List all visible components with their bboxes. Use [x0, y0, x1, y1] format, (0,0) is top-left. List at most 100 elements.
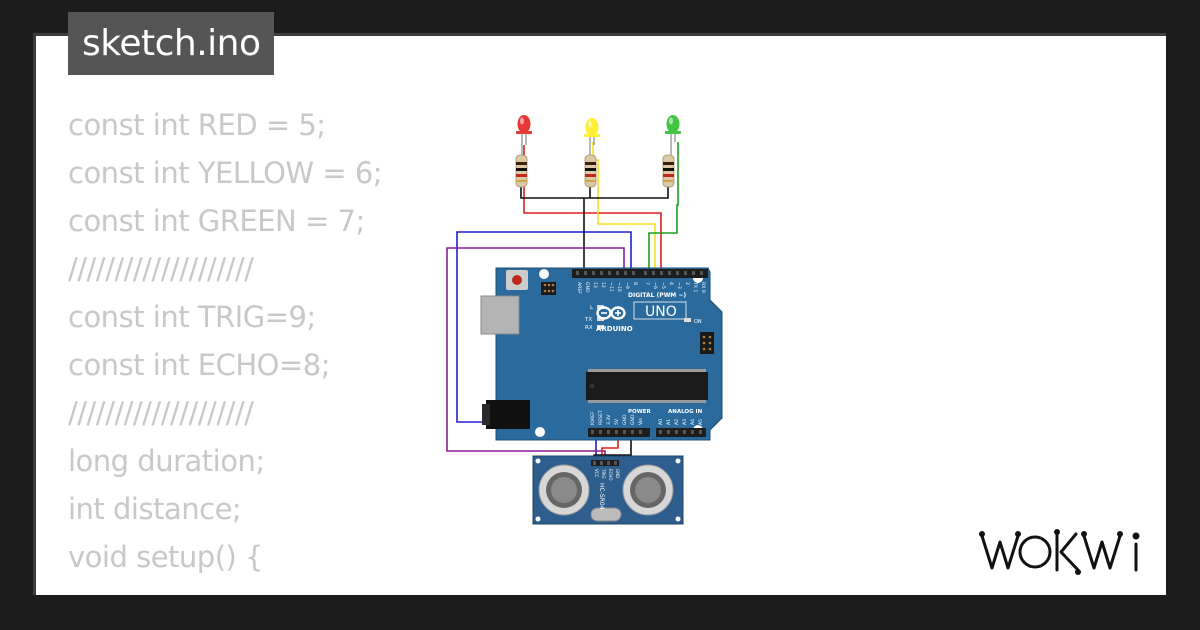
yellow-led[interactable]: [584, 118, 600, 155]
arduino-logo-icon: [596, 306, 626, 320]
digital-header: [572, 269, 708, 278]
code-line: const int RED = 5;: [68, 108, 326, 142]
on-label: ON: [694, 319, 702, 325]
pin-label: ~10: [616, 282, 622, 292]
pin-label: 12: [600, 282, 606, 288]
icsp-header-right: [700, 332, 714, 354]
pin-label: ~3: [676, 282, 682, 289]
analog-header: [656, 428, 706, 437]
uno-label: UNO: [645, 304, 677, 320]
led-highlight: [588, 120, 592, 128]
tx-label: TX: [584, 317, 592, 323]
purple-wire: [446, 247, 625, 463]
analog-header-label: ANALOG IN: [668, 409, 703, 415]
power-pin-labels: IOREF RESET 3.3V 5V GND GND Vin: [590, 410, 644, 425]
pin-label: VCC: [594, 469, 599, 478]
tx-led: [597, 317, 604, 321]
pin-label: A3: [682, 419, 688, 425]
green-led[interactable]: [665, 115, 681, 155]
pin-label: GND: [615, 469, 620, 478]
green-led-resistor: [662, 154, 675, 188]
pin-label: TX 1: [692, 281, 698, 292]
arduino-uno-board[interactable]: AREF GND 13 12 ~11 ~10 ~9 8 7 ~6 ~5 4 ~3…: [480, 267, 723, 441]
icsp-header: [541, 282, 556, 295]
pin-label: 13: [592, 282, 598, 288]
red-led[interactable]: [516, 115, 532, 155]
circuit-diagram: AREF GND 13 12 ~11 ~10 ~9 8 7 ~6 ~5 4 ~3…: [446, 115, 723, 525]
reset-button-cap: [512, 275, 522, 285]
pin-label: 7: [644, 282, 650, 285]
pin-label: ~9: [624, 282, 630, 289]
led-rim: [584, 134, 600, 137]
code-line: void setup() {: [68, 540, 264, 574]
power-jack: [486, 400, 530, 429]
l-label: L: [590, 305, 594, 311]
code-preview: const int RED = 5; const int YELLOW = 6;…: [68, 101, 508, 591]
led-body: [517, 115, 531, 133]
led-body: [666, 115, 680, 133]
hc-sr04-sensor[interactable]: VCC TRIG ECHO GND HC-SR04: [532, 455, 684, 525]
pin-label: ECHO: [608, 469, 613, 480]
pin-label: IOREF: [590, 411, 596, 425]
sensor-crystal: [590, 507, 622, 522]
pin-label: 4: [668, 282, 674, 285]
pin-label: GND: [584, 282, 590, 293]
file-tab[interactable]: sketch.ino: [68, 12, 275, 75]
pin-label: ~5: [660, 282, 666, 289]
pin-label: A2: [674, 419, 680, 425]
digital-header-label: DIGITAL (PWM ~): [628, 292, 686, 299]
code-line: const int ECHO=8;: [68, 348, 331, 382]
usb-port: [480, 295, 520, 335]
code-line: const int TRIG=9;: [68, 300, 316, 334]
code-line: const int YELLOW = 6;: [68, 156, 383, 190]
file-tab-label: sketch.ino: [82, 23, 261, 64]
pin-label: ~11: [608, 282, 614, 292]
code-line: ////////////////////: [68, 396, 254, 430]
wokwi-logo: [979, 529, 1140, 575]
pin-label: TRIG: [601, 468, 606, 479]
sensor-pin-labels: VCC TRIG ECHO GND: [594, 468, 620, 480]
pin-label: AREF: [576, 282, 582, 294]
led-rim: [516, 131, 532, 134]
rx-label: RX: [585, 325, 593, 331]
code-line: long duration;: [68, 444, 265, 478]
red-led-resistor: [515, 154, 528, 188]
power-header-label: POWER: [628, 409, 652, 415]
pin-label: GND: [622, 414, 628, 425]
arduino-brand: ARDUINO: [596, 325, 633, 333]
power-header: [588, 428, 650, 437]
pin-label: 2: [684, 282, 690, 285]
green-wire: [648, 142, 679, 272]
pin-label: Vin: [638, 418, 644, 425]
code-line: int distance;: [68, 492, 242, 526]
pin-label: 3.3V: [606, 414, 612, 425]
mounting-hole: [539, 269, 549, 279]
led-highlight: [669, 117, 673, 125]
yellow-led-resistor: [584, 154, 597, 188]
uno-label-box: [633, 301, 687, 320]
digital-pin-labels: AREF GND 13 12 ~11 ~10 ~9 8 7 ~6 ~5 4 ~3…: [576, 281, 706, 294]
sensor-label: HC-SR04: [598, 483, 605, 510]
mounting-hole: [535, 427, 545, 437]
code-line: ////////////////////: [68, 252, 254, 286]
code-line: const int GREEN = 7;: [68, 204, 365, 238]
power-jack-shell: [482, 404, 490, 425]
pin-label: GND: [630, 414, 636, 425]
on-led: [684, 318, 691, 322]
pin-label: 5V: [614, 418, 620, 425]
pin-label: RESET: [598, 410, 604, 425]
pin-label: A0: [658, 419, 664, 425]
led-rim: [665, 131, 681, 134]
sensor-transducer: [538, 464, 590, 516]
pin-label: A4: [690, 419, 696, 425]
sensor-transducer: [622, 464, 674, 516]
microcontroller-chip: [586, 369, 708, 403]
pin-label: RX 0: [700, 282, 706, 293]
pin-label: A5: [698, 419, 704, 425]
pin-label: 8: [632, 282, 638, 285]
pin-label: ~6: [652, 282, 658, 289]
led-highlight: [520, 117, 524, 125]
pin-label: A1: [666, 419, 672, 425]
sensor-pin-header: [591, 460, 619, 466]
analog-pin-labels: A0 A1 A2 A3 A4 A5: [658, 419, 704, 425]
